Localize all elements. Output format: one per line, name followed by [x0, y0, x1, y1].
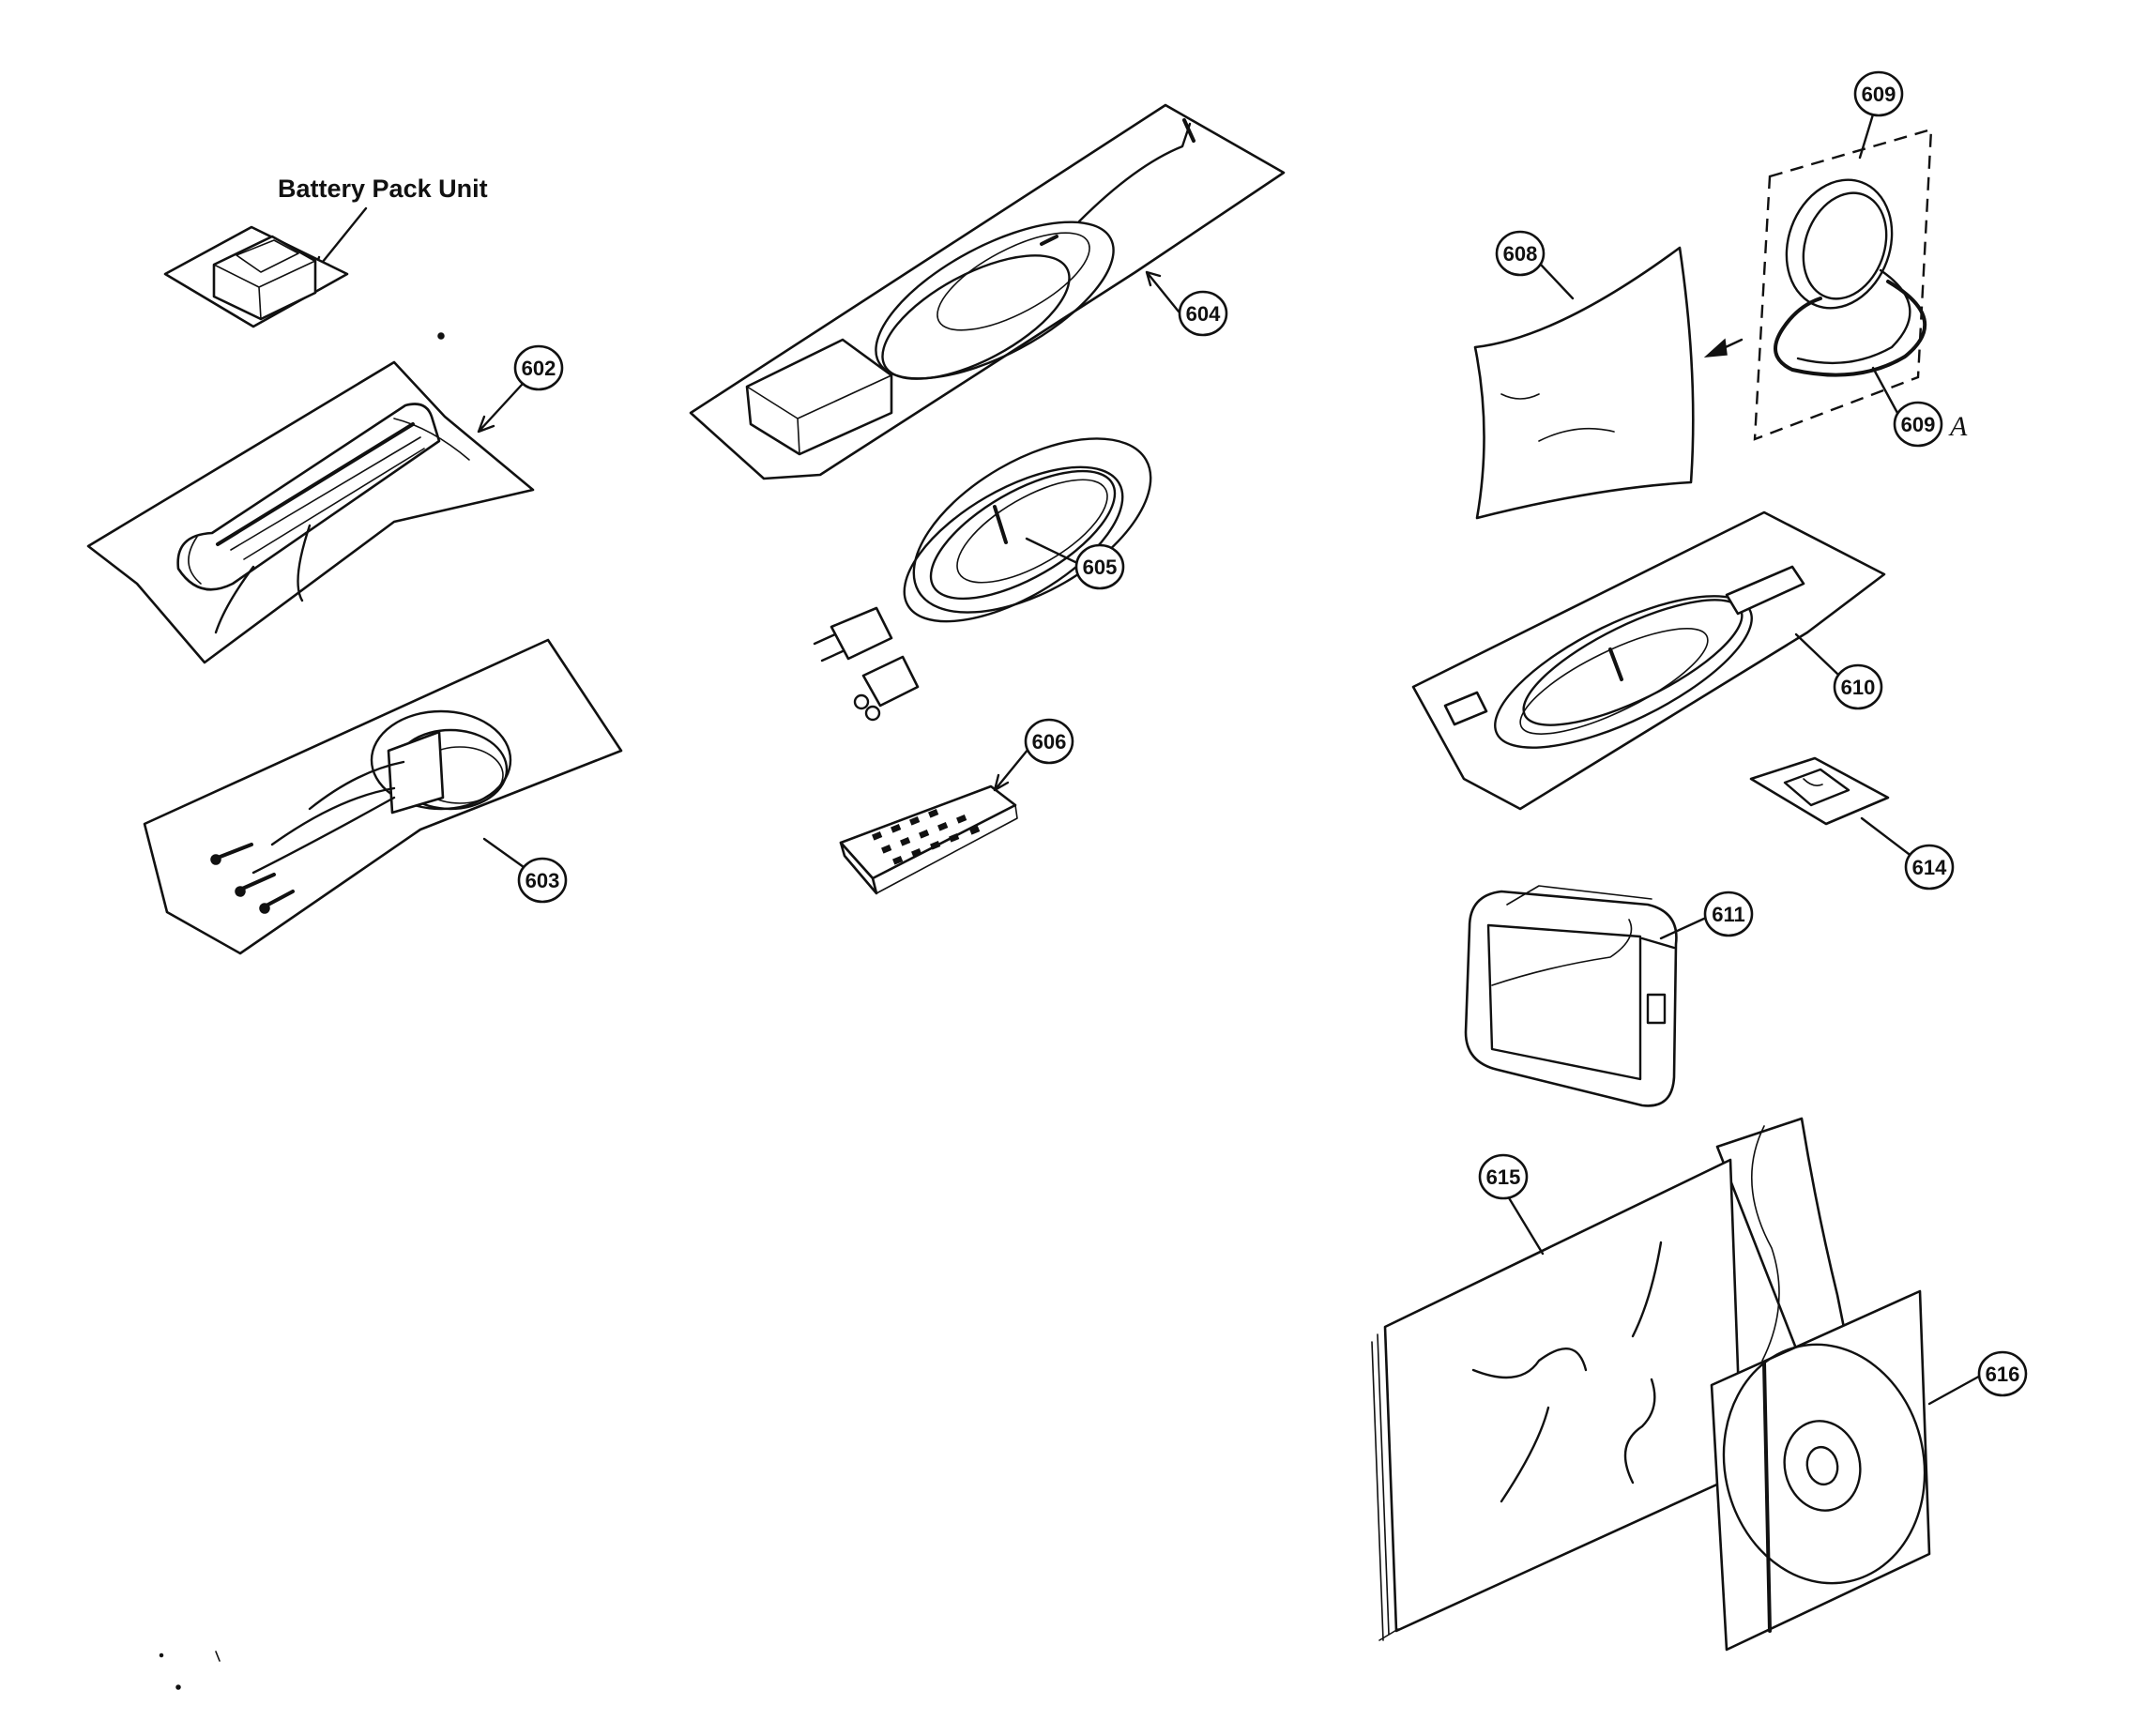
svg-text:609: 609 [1862, 83, 1896, 106]
callout-604: 604 [1178, 290, 1228, 337]
svg-text:608: 608 [1503, 242, 1538, 266]
svg-text:A: A [1948, 411, 1968, 442]
callout-605: 605 [1074, 543, 1125, 590]
callout-608: 608 [1495, 230, 1546, 277]
part-606-remote-control [839, 784, 1018, 895]
svg-text:604: 604 [1186, 302, 1221, 326]
svg-text:615: 615 [1486, 1165, 1521, 1189]
callout-614: 614 [1904, 844, 1955, 891]
svg-text:614: 614 [1912, 856, 1947, 879]
callout-609a: 609 A [1893, 401, 1968, 448]
callout-609: 609 [1853, 70, 1904, 117]
callout-615: 615 [1478, 1153, 1529, 1200]
part-616-cd-rom [1710, 1289, 1931, 1652]
leader-614 [1860, 816, 1911, 856]
part-608-pouch [1473, 246, 1744, 520]
leader-604 [1145, 270, 1180, 313]
leader-lines [477, 113, 1986, 1406]
leader-603 [482, 837, 525, 869]
leader-602 [477, 383, 524, 434]
leader-609 [1858, 113, 1875, 160]
svg-text:603: 603 [525, 869, 560, 892]
leader-605 [1025, 537, 1079, 565]
part-610-usb-cable [1411, 510, 1886, 811]
svg-text:602: 602 [522, 357, 556, 380]
svg-text:610: 610 [1841, 676, 1876, 699]
svg-text:611: 611 [1712, 903, 1745, 926]
leader-608 [1539, 263, 1575, 300]
callout-616: 616 [1977, 1350, 2028, 1397]
svg-text:605: 605 [1083, 556, 1118, 579]
svg-text:609: 609 [1901, 413, 1936, 436]
part-603-av-cable [143, 638, 623, 955]
callout-611: 611 [1703, 891, 1754, 937]
part-602-strap [86, 360, 535, 664]
leader-609a [1871, 366, 1899, 415]
leader-606 [993, 747, 1030, 792]
svg-text:606: 606 [1032, 730, 1067, 754]
battery-pack-unit-label: Battery Pack Unit [278, 175, 488, 203]
leader-611 [1659, 916, 1708, 940]
callout-606: 606 [1024, 718, 1074, 765]
callout-603: 603 [517, 857, 568, 904]
part-604-ac-adaptor [689, 103, 1286, 480]
part-611-case [1464, 885, 1678, 1107]
part-614-card [1749, 756, 1890, 826]
leader-615 [1503, 1190, 1545, 1256]
leader-610 [1794, 632, 1839, 676]
callout-610: 610 [1833, 663, 1883, 710]
leader-616 [1927, 1372, 1986, 1406]
battery-pack-unit-part: Battery Pack Unit [163, 175, 488, 328]
part-609-lens-cap-assembly [1753, 128, 1933, 441]
part-605-ac-cord [813, 437, 1152, 722]
callout-602: 602 [513, 344, 564, 391]
scan-specks [159, 332, 445, 1690]
svg-text:616: 616 [1986, 1363, 2020, 1386]
